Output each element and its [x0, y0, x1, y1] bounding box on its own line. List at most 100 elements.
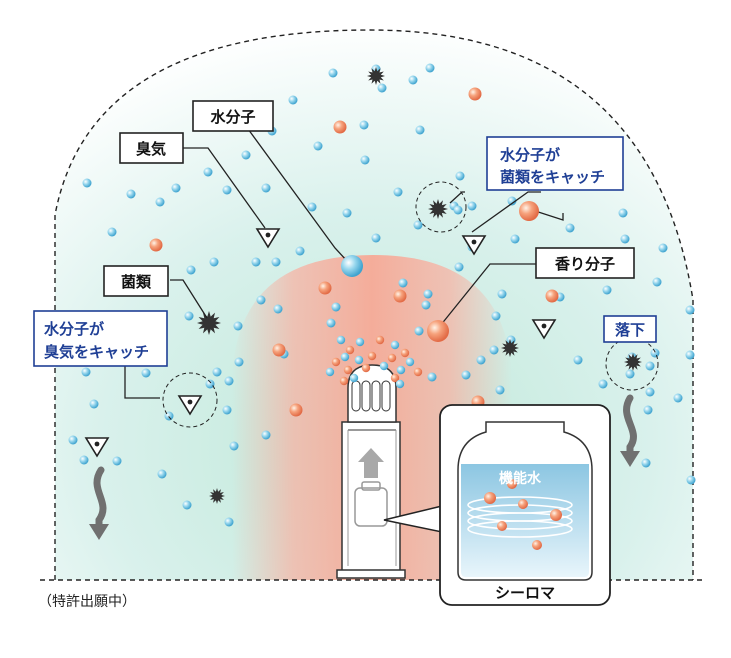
water-molecule	[489, 345, 499, 355]
aroma-molecule	[272, 343, 286, 357]
water-molecule	[461, 370, 471, 380]
water-molecule	[371, 233, 381, 243]
odor-marks	[84, 228, 557, 458]
bacteria-spots	[197, 67, 642, 504]
water-molecule	[602, 285, 612, 295]
water-molecule	[658, 243, 668, 253]
callout-bottle: 機能水 シーロマ	[383, 404, 611, 606]
water-molecule	[396, 365, 406, 375]
water-molecule	[455, 171, 465, 181]
water-molecule	[565, 223, 575, 233]
water-molecule	[222, 405, 232, 415]
aroma-molecule	[387, 353, 397, 363]
water-molecule	[425, 63, 435, 73]
water-molecule	[405, 357, 415, 367]
water-molecule	[288, 95, 298, 105]
water-molecule	[377, 83, 387, 93]
water-molecule	[349, 373, 359, 383]
aroma-molecule	[318, 281, 332, 295]
up-arrow-icon	[358, 448, 384, 478]
water-molecule	[295, 246, 305, 256]
water-molecule	[203, 167, 213, 177]
svg-text:水分子: 水分子	[210, 108, 255, 126]
water-molecule	[491, 311, 501, 321]
aroma-molecule	[149, 238, 163, 252]
odor-triangle-icon	[84, 437, 110, 458]
water-molecule	[222, 185, 232, 195]
svg-text:水分子が: 水分子が	[44, 320, 105, 338]
svg-text:水分子が: 水分子が	[500, 146, 561, 164]
water-molecule	[82, 178, 92, 188]
water-molecule	[354, 355, 364, 365]
water-molecule	[476, 355, 486, 365]
water-molecule	[685, 350, 695, 360]
dome-outline	[54, 29, 694, 580]
aroma-molecule-highlight-2	[519, 201, 539, 221]
water-molecule	[307, 202, 317, 212]
water-molecule	[205, 379, 215, 389]
bacteria-spot-icon	[501, 339, 519, 357]
water-molecule	[261, 183, 271, 193]
water-molecule	[645, 361, 655, 371]
bacteria-spot-icon	[197, 311, 221, 335]
water-molecule	[186, 265, 196, 275]
water-molecule	[79, 455, 89, 465]
water-molecule	[507, 196, 517, 206]
water-molecule	[224, 517, 234, 527]
water-molecule	[645, 387, 655, 397]
water-molecule	[325, 367, 335, 377]
fall-arrow-icon	[89, 466, 109, 540]
svg-text:菌類をキャッチ: 菌類をキャッチ	[500, 168, 605, 186]
water-molecule	[171, 183, 181, 193]
water-molecule	[423, 289, 433, 299]
leader-lines	[124, 117, 564, 399]
aroma-molecule	[413, 367, 423, 377]
water-molecule	[573, 355, 583, 365]
water-molecule	[251, 257, 261, 267]
label-odor: 臭気	[119, 132, 184, 164]
water-molecule	[620, 234, 630, 244]
water-molecule	[326, 318, 336, 328]
svg-text:臭気をキャッチ: 臭気をキャッチ	[44, 343, 149, 361]
odor-triangle-icon	[177, 395, 203, 416]
water-molecule	[598, 379, 608, 389]
water-molecule	[413, 220, 423, 230]
water-molecule	[650, 348, 660, 358]
aroma-molecule	[333, 120, 347, 134]
product-name-label: シーロマ	[495, 584, 555, 602]
water-molecule	[398, 278, 408, 288]
odor-triangle-icon	[531, 319, 557, 340]
water-molecule-highlight	[341, 255, 363, 277]
water-molecule	[157, 469, 167, 479]
water-molecule	[328, 68, 338, 78]
water-molecule	[495, 385, 505, 395]
aroma-molecule	[343, 365, 353, 375]
spray-molecules	[325, 335, 423, 389]
label-fall: 落下	[603, 315, 657, 343]
water-molecule	[241, 150, 251, 160]
label-water-molecule: 水分子	[192, 100, 274, 132]
water-molecule	[359, 120, 369, 130]
water-molecule	[360, 155, 370, 165]
water-molecule	[454, 262, 464, 272]
water-molecule	[182, 500, 192, 510]
water-molecule	[414, 326, 424, 336]
water-molecule	[68, 435, 78, 445]
aroma-molecule	[375, 335, 385, 345]
water-molecule	[641, 458, 651, 468]
water-molecule	[184, 311, 194, 321]
bacteria-spot-icon	[209, 488, 225, 504]
water-molecule	[685, 305, 695, 315]
water-molecule	[233, 321, 243, 331]
water-molecule	[229, 441, 239, 451]
water-molecule	[336, 335, 346, 345]
aroma-molecule	[545, 289, 559, 303]
aroma-molecule	[345, 345, 355, 355]
patent-note: （特許出願中）	[38, 594, 136, 610]
water-molecule	[126, 189, 136, 199]
fall-arrow-icon	[620, 394, 640, 467]
water-molecule	[342, 208, 352, 218]
label-water-catch-bacteria: 水分子が 菌類をキャッチ	[486, 136, 624, 191]
water-molecule	[107, 227, 117, 237]
